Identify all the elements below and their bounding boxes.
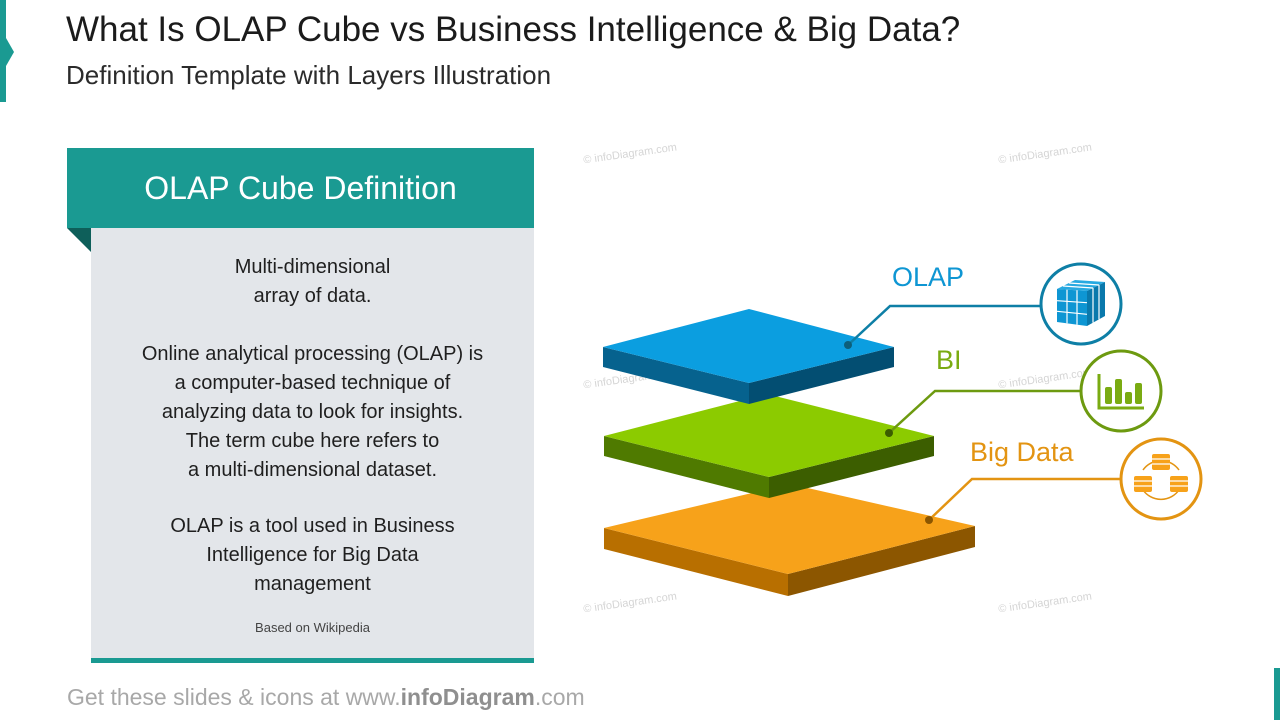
definition-paragraph-1: Multi-dimensional array of data. bbox=[91, 253, 534, 311]
definition-line: Online analytical processing (OLAP) is bbox=[141, 343, 484, 365]
layer-label-olap: OLAP bbox=[892, 262, 965, 292]
cube-icon bbox=[1039, 262, 1123, 346]
connector-olap bbox=[844, 304, 1040, 349]
right-accent-bar bbox=[1274, 668, 1280, 720]
definition-paragraph-2: Online analytical processing (OLAP) is a… bbox=[91, 340, 534, 485]
definition-header-fold bbox=[67, 228, 91, 252]
layer-label-big-data: Big Data bbox=[970, 437, 1074, 467]
definition-line: a computer-based technique of bbox=[174, 372, 451, 394]
layer-label-bi: BI bbox=[936, 345, 962, 375]
layer-bi bbox=[604, 394, 934, 498]
definition-line: OLAP is a tool used in Business bbox=[170, 515, 455, 537]
definition-paragraph-3: OLAP is a tool used in Business Intellig… bbox=[91, 512, 534, 599]
definition-line: a multi-dimensional dataset. bbox=[187, 459, 437, 481]
footer-text: Get these slides & icons at www.infoDiag… bbox=[67, 684, 585, 711]
database-icon bbox=[1119, 437, 1203, 521]
footer-prefix: Get these slides & icons at www. bbox=[67, 684, 401, 710]
bar-chart-icon bbox=[1079, 349, 1163, 433]
definition-line: The term cube here refers to bbox=[185, 430, 440, 452]
connector-bi bbox=[885, 389, 1080, 437]
footer-brand: infoDiagram bbox=[400, 684, 535, 710]
definition-source: Based on Wikipedia bbox=[255, 620, 370, 635]
definition-line: management bbox=[254, 573, 371, 595]
slide-title: What Is OLAP Cube vs Business Intelligen… bbox=[66, 10, 961, 49]
definition-header-text: OLAP Cube Definition bbox=[144, 169, 457, 206]
definition-body: Multi-dimensional array of data. Online … bbox=[91, 228, 534, 663]
left-accent-bar bbox=[0, 0, 6, 102]
layer-big-data bbox=[604, 484, 975, 596]
left-accent-notch bbox=[6, 38, 14, 66]
definition-header: OLAP Cube Definition bbox=[67, 148, 534, 228]
layer-olap bbox=[603, 309, 894, 404]
definition-line: Intelligence for Big Data bbox=[206, 544, 419, 566]
definition-line: Multi-dimensional bbox=[234, 256, 391, 278]
footer-suffix: .com bbox=[534, 684, 585, 710]
definition-line: analyzing data to look for insights. bbox=[161, 401, 464, 423]
connector-big-data bbox=[925, 477, 1120, 524]
slide-subtitle: Definition Template with Layers Illustra… bbox=[66, 60, 552, 90]
definition-line: array of data. bbox=[253, 285, 372, 307]
